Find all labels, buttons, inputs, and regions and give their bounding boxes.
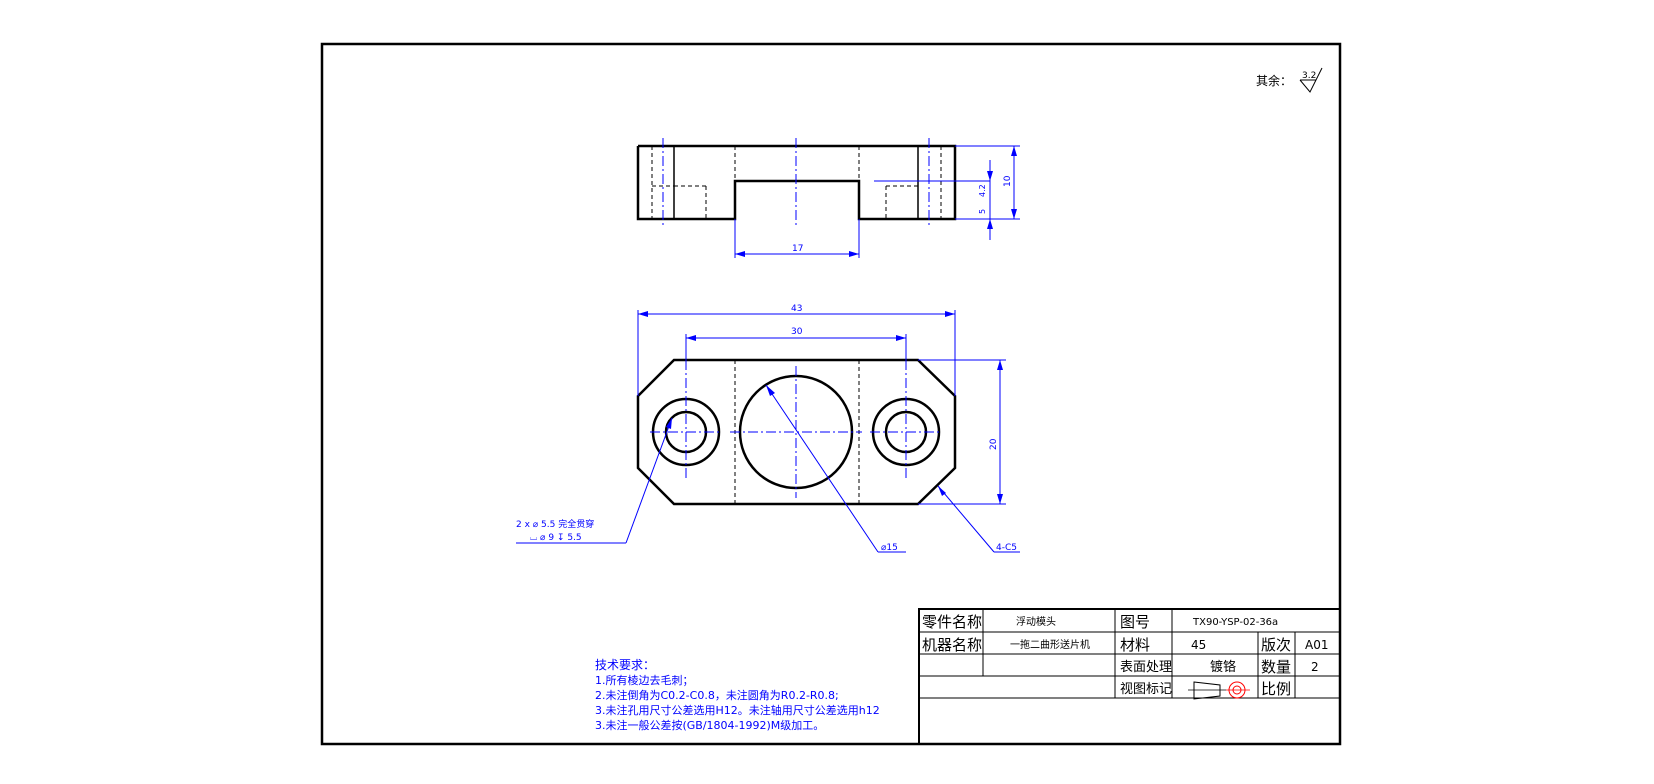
dimension-width: 20 bbox=[918, 359, 1006, 505]
roughness-symbol bbox=[1299, 67, 1323, 93]
tech-requirements-title: 技术要求： bbox=[595, 658, 655, 672]
hole-callout-line2: ⌴ ⌀ 9 ↧ 5.5 bbox=[530, 533, 582, 543]
drawing-frame bbox=[320, 42, 1342, 746]
hole-spacing-value: 30 bbox=[791, 327, 803, 337]
top-view-centerlines bbox=[650, 360, 942, 498]
roughness-value: 3.2 bbox=[1302, 71, 1316, 81]
depth-b-value: 5 bbox=[978, 209, 987, 214]
drawing-no-value: TX90-YSP-02-36a bbox=[1192, 617, 1278, 628]
front-view-centerlines bbox=[662, 138, 930, 228]
front-view: 17 10 4.2 5 bbox=[636, 138, 1020, 258]
version-label: 版次 bbox=[1261, 636, 1291, 654]
leader-chamfer: 4-C5 bbox=[937, 485, 1020, 553]
tech-requirement-item: 1.所有棱边去毛刺； bbox=[595, 673, 694, 687]
width-value: 20 bbox=[989, 438, 999, 450]
roughness-note: 其余： 3.2 bbox=[1256, 67, 1323, 93]
quantity-label: 数量 bbox=[1261, 658, 1291, 676]
tech-requirements: 技术要求： 1.所有棱边去毛刺； 2.未注倒角为C0.2-C0.8，未注圆角为R… bbox=[595, 658, 880, 732]
title-block: 零件名称 浮动模头 图号 TX90-YSP-02-36a 机器名称 一拖二曲形送… bbox=[918, 608, 1341, 745]
tech-requirement-item: 2.未注倒角为C0.2-C0.8，未注圆角为R0.2-R0.8; bbox=[595, 688, 839, 702]
leader-center-bore: ⌀15 bbox=[765, 384, 906, 553]
machine-name-label: 机器名称 bbox=[922, 636, 982, 654]
part-name-value: 浮动模头 bbox=[1016, 616, 1056, 628]
chamfer-value: 4-C5 bbox=[996, 543, 1017, 553]
hole-callout-line1: 2 x ⌀ 5.5 完全贯穿 bbox=[516, 518, 594, 530]
depth-a-value: 4.2 bbox=[978, 184, 987, 197]
surface-label: 表面处理 bbox=[1120, 660, 1172, 675]
material-label: 材料 bbox=[1120, 636, 1150, 654]
machine-name-value: 一拖二曲形送片机 bbox=[1010, 638, 1090, 651]
version-value: A01 bbox=[1305, 638, 1328, 652]
projection-symbol bbox=[1188, 681, 1250, 700]
drawing-no-label: 图号 bbox=[1120, 613, 1150, 631]
material-value: 45 bbox=[1191, 638, 1206, 652]
top-view: 43 30 20 ⌀15 bbox=[516, 304, 1020, 553]
quantity-value: 2 bbox=[1311, 660, 1319, 674]
dimension-slot-width: 17 bbox=[734, 219, 860, 258]
front-view-hidden-left bbox=[651, 146, 736, 219]
scale-label: 比例 bbox=[1261, 680, 1291, 698]
roughness-label: 其余： bbox=[1256, 73, 1292, 88]
front-view-outline bbox=[636, 144, 957, 221]
surface-value: 镀铬 bbox=[1210, 659, 1236, 675]
dimension-height: 10 bbox=[955, 145, 1020, 220]
part-name-label: 零件名称 bbox=[922, 613, 982, 631]
overall-length-value: 43 bbox=[791, 304, 802, 314]
height-value: 10 bbox=[1003, 175, 1013, 187]
slot-width-value: 17 bbox=[792, 244, 803, 254]
tech-requirement-item: 3.未注孔用尺寸公差选用H12。未注轴用尺寸公差选用h12 bbox=[595, 703, 880, 717]
center-bore-value: ⌀15 bbox=[881, 543, 898, 553]
dimension-depth: 4.2 5 bbox=[978, 160, 993, 240]
dimension-hole-spacing: 30 bbox=[685, 327, 907, 360]
leader-hole-callout: 2 x ⌀ 5.5 完全贯穿 ⌴ ⌀ 9 ↧ 5.5 bbox=[516, 417, 673, 544]
view-mark-label: 视图标记 bbox=[1120, 682, 1172, 697]
tech-requirement-item: 3.未注一般公差按(GB/1804-1992)M级加工。 bbox=[595, 718, 824, 732]
dimension-overall-length: 43 bbox=[637, 304, 956, 396]
